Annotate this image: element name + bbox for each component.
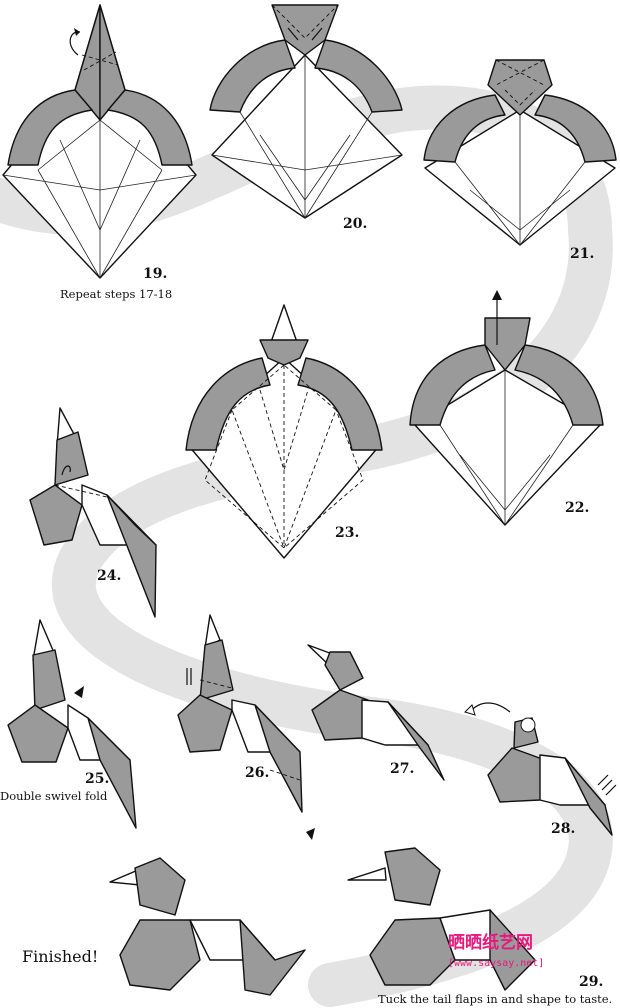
step-20-diagram: [209, 4, 403, 219]
path-guide-band: [0, 85, 613, 1007]
step-29-diagram: [347, 847, 536, 991]
step-21-diagram: [423, 59, 617, 246]
watermark-url: [www.saysay.net]: [448, 958, 544, 969]
step-27-diagram: [307, 644, 445, 781]
step-24-diagram: [29, 407, 157, 618]
watermark-title: 晒晒纸艺网: [448, 932, 533, 953]
step-23-diagram: [185, 304, 383, 559]
step-24-label: 24.: [97, 568, 121, 584]
step-25-caption: Double swivel fold: [0, 789, 108, 803]
step-21-label: 21.: [570, 246, 594, 262]
step-25-label: 25.: [85, 771, 109, 787]
finished-model-diagram: [109, 857, 306, 996]
step-19-diagram: [2, 4, 197, 279]
step-19-caption: Repeat steps 17-18: [60, 287, 172, 301]
step-26-diagram: [177, 614, 315, 840]
step-19-label: 19.: [143, 266, 167, 282]
step-28-diagram: [464, 702, 617, 836]
step-22-diagram: [409, 290, 604, 526]
step-20-label: 20.: [343, 216, 367, 232]
step-29-caption: Tuck the tail flaps in and shape to tast…: [378, 992, 612, 1006]
step-22-label: 22.: [565, 500, 589, 516]
step-25-diagram: [7, 619, 137, 829]
step-26-label: 26.: [245, 765, 269, 781]
step-27-label: 27.: [390, 761, 414, 777]
step-29-label: 29.: [579, 974, 603, 990]
step-23-label: 23.: [335, 525, 359, 541]
finished-label: Finished!: [22, 947, 98, 966]
step-28-label: 28.: [551, 821, 575, 837]
